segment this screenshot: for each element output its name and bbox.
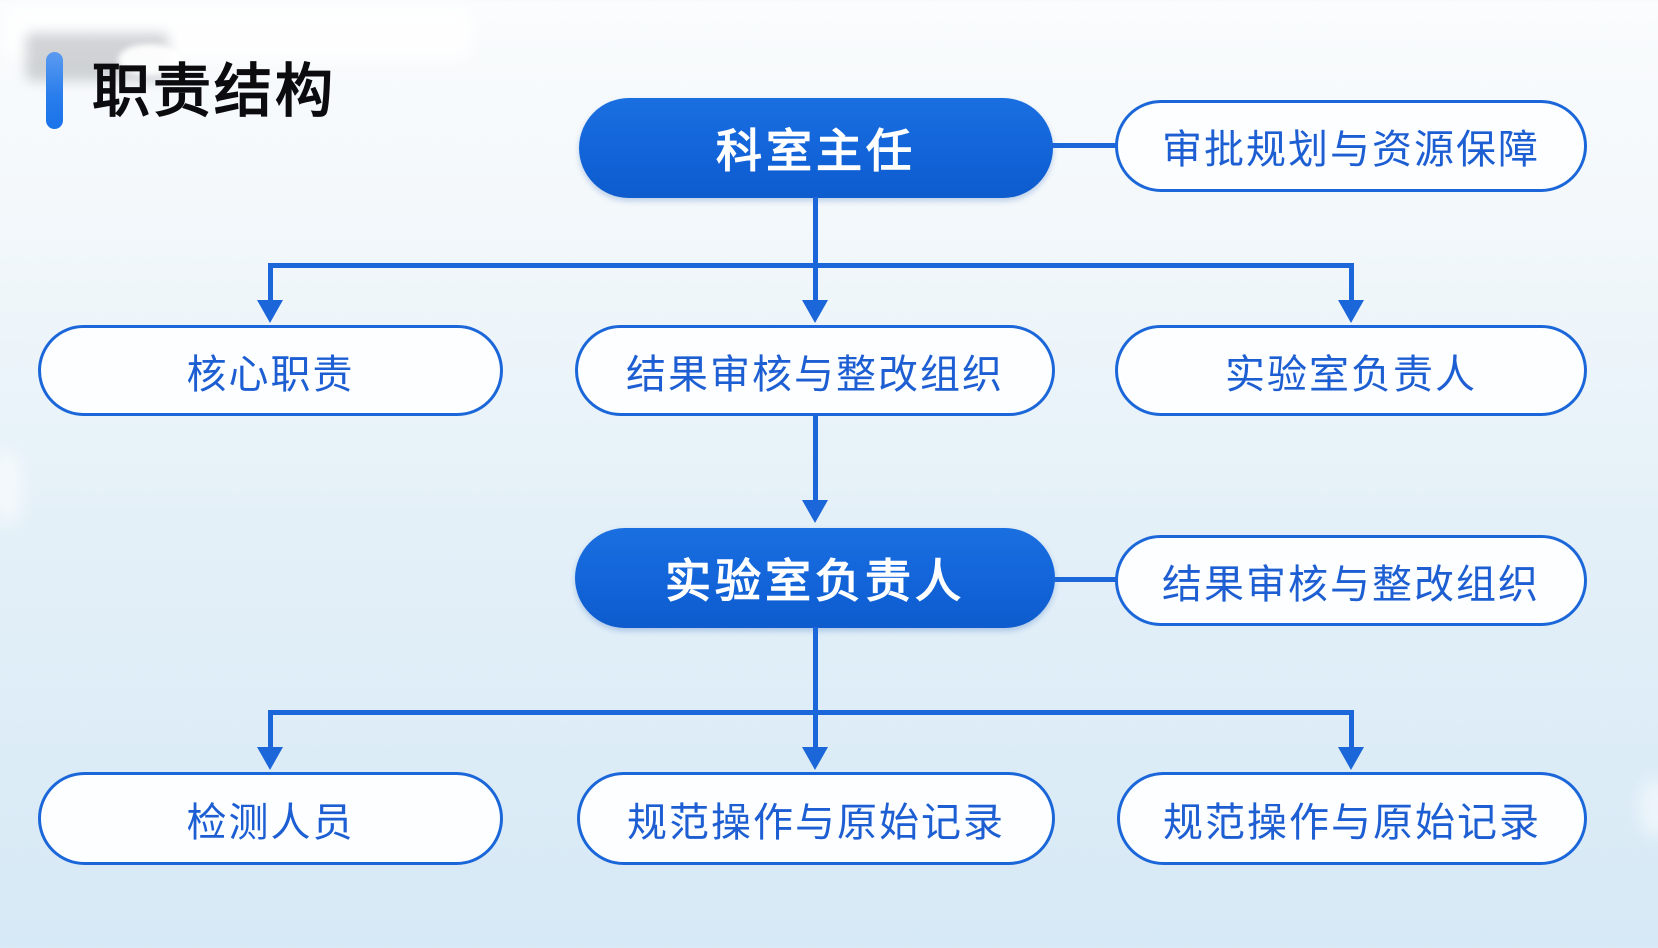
- node-core-duties: 核心职责: [38, 325, 503, 416]
- connector-drop-testing-staff: [268, 712, 273, 749]
- connector-labhead-to-review: [1053, 577, 1117, 582]
- connector-branch1-horizontal: [268, 263, 1354, 268]
- node-approval-planning: 审批规划与资源保障: [1115, 100, 1587, 192]
- arrowhead-standard-ops-right: [1338, 747, 1364, 770]
- node-testing-staff: 检测人员: [38, 772, 503, 865]
- edge-glare-right: [1638, 778, 1658, 838]
- arrowhead-lab-head-side: [1338, 300, 1364, 323]
- arrowhead-testing-staff: [257, 747, 283, 770]
- node-result-review-side: 结果审核与整改组织: [1115, 535, 1587, 626]
- title-accent-bar: [46, 52, 63, 129]
- connector-drop-result-review: [813, 265, 818, 303]
- connector-dept-stem: [813, 197, 818, 266]
- connector-drop-core-duties: [268, 265, 273, 303]
- node-lab-head-side: 实验室负责人: [1115, 325, 1587, 416]
- connector-dept-to-approval: [1050, 143, 1117, 148]
- connector-drop-lab-head-side: [1349, 265, 1354, 303]
- node-standard-ops-center: 规范操作与原始记录: [577, 772, 1055, 865]
- edge-glare-left: [0, 448, 24, 526]
- connector-review-to-labhead: [813, 415, 818, 502]
- connector-drop-standard-ops-center: [813, 712, 818, 749]
- arrowhead-core-duties: [257, 300, 283, 323]
- node-lab-head: 实验室负责人: [575, 528, 1055, 628]
- arrowhead-lab-head: [802, 500, 828, 523]
- node-result-review-top: 结果审核与整改组织: [575, 325, 1055, 416]
- connector-drop-standard-ops-right: [1349, 712, 1354, 749]
- connector-branch2-horizontal: [268, 710, 1354, 715]
- arrowhead-standard-ops-center: [802, 747, 828, 770]
- node-standard-ops-right: 规范操作与原始记录: [1117, 772, 1587, 865]
- connector-labhead-stem: [813, 627, 818, 713]
- node-dept-head: 科室主任: [579, 98, 1053, 198]
- page-title: 职责结构: [92, 59, 337, 124]
- arrowhead-result-review: [802, 300, 828, 323]
